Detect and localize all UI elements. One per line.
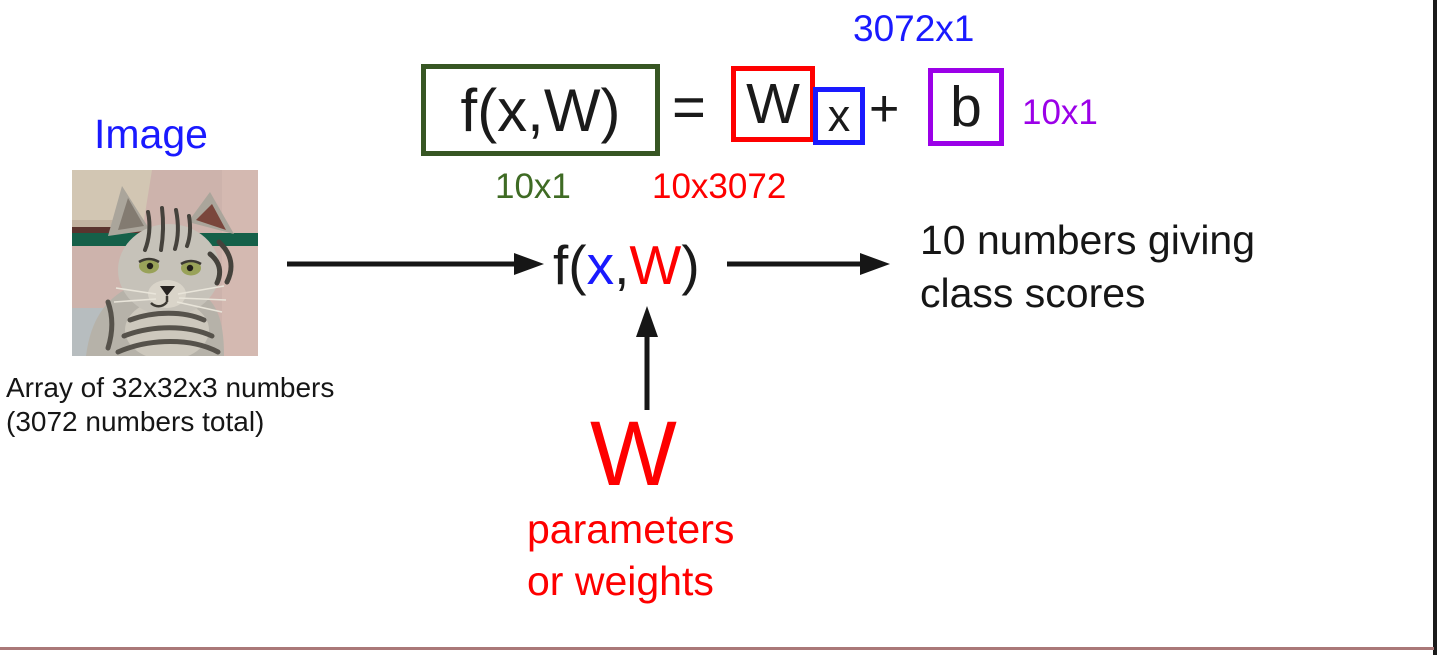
dimension-label-w: 10x3072 <box>652 167 787 206</box>
dimension-label-fxw: 10x1 <box>495 167 571 206</box>
function-label: f(x,W) <box>553 233 700 297</box>
image-caption: Array of 32x32x3 numbers (3072 numbers t… <box>6 371 334 439</box>
cat-ear-right-inner <box>196 204 226 230</box>
slide-right-border <box>1433 0 1437 655</box>
fxw-term: f(x,W) <box>460 76 621 144</box>
image-label: Image <box>94 111 208 157</box>
weights-caption-line1: parameters <box>527 506 735 552</box>
equals-sign: = <box>672 75 706 140</box>
cat-head <box>118 224 220 316</box>
cat-nose <box>160 286 175 296</box>
cat-photo-block <box>72 170 152 220</box>
weight-matrix-term: W <box>746 72 800 136</box>
cat-cheek-stripes <box>207 239 234 286</box>
weights-caption: parameters or weights <box>527 503 734 607</box>
cat-ear-left-inner <box>118 198 144 230</box>
function-w: W <box>629 234 682 296</box>
slide-bottom-border <box>0 647 1434 650</box>
function-x: x <box>586 234 615 296</box>
cat-eyes <box>138 257 202 276</box>
arrow-image-to-function <box>287 253 544 275</box>
image-caption-line1: Array of 32x32x3 numbers <box>6 372 335 403</box>
bias-vector-term: b <box>950 75 982 139</box>
weights-caption-line2: or weights <box>527 558 714 604</box>
function-comma: , <box>614 234 630 296</box>
output-text: 10 numbers giving class scores <box>920 214 1255 320</box>
output-line2: class scores <box>920 270 1146 316</box>
bias-vector-box: b <box>928 68 1004 146</box>
arrow-weights-to-function <box>636 306 658 410</box>
cat-forehead-stripes <box>143 206 193 252</box>
fxw-box: f(x,W) <box>421 64 660 156</box>
input-vector-term: x <box>827 90 851 141</box>
cat-whiskers <box>113 285 227 313</box>
dimension-label-x: 3072x1 <box>853 8 975 49</box>
cat-photo-wall-right <box>222 170 258 356</box>
cat-mouth <box>150 296 169 308</box>
dimension-label-b: 10x1 <box>1022 93 1098 132</box>
plus-sign: + <box>869 80 900 138</box>
weights-symbol: W <box>590 403 677 505</box>
input-vector-box: x <box>813 87 865 145</box>
cat-body-stripes <box>105 299 221 355</box>
output-line1: 10 numbers giving <box>920 217 1256 263</box>
arrow-function-to-output <box>727 253 890 275</box>
weight-matrix-box: W <box>731 66 815 142</box>
function-close: ) <box>681 234 700 296</box>
function-open: f( <box>553 234 587 296</box>
cat-photo-maroon-strip <box>72 227 144 234</box>
image-caption-line2: (3072 numbers total) <box>6 406 265 437</box>
cat-image <box>72 170 258 356</box>
